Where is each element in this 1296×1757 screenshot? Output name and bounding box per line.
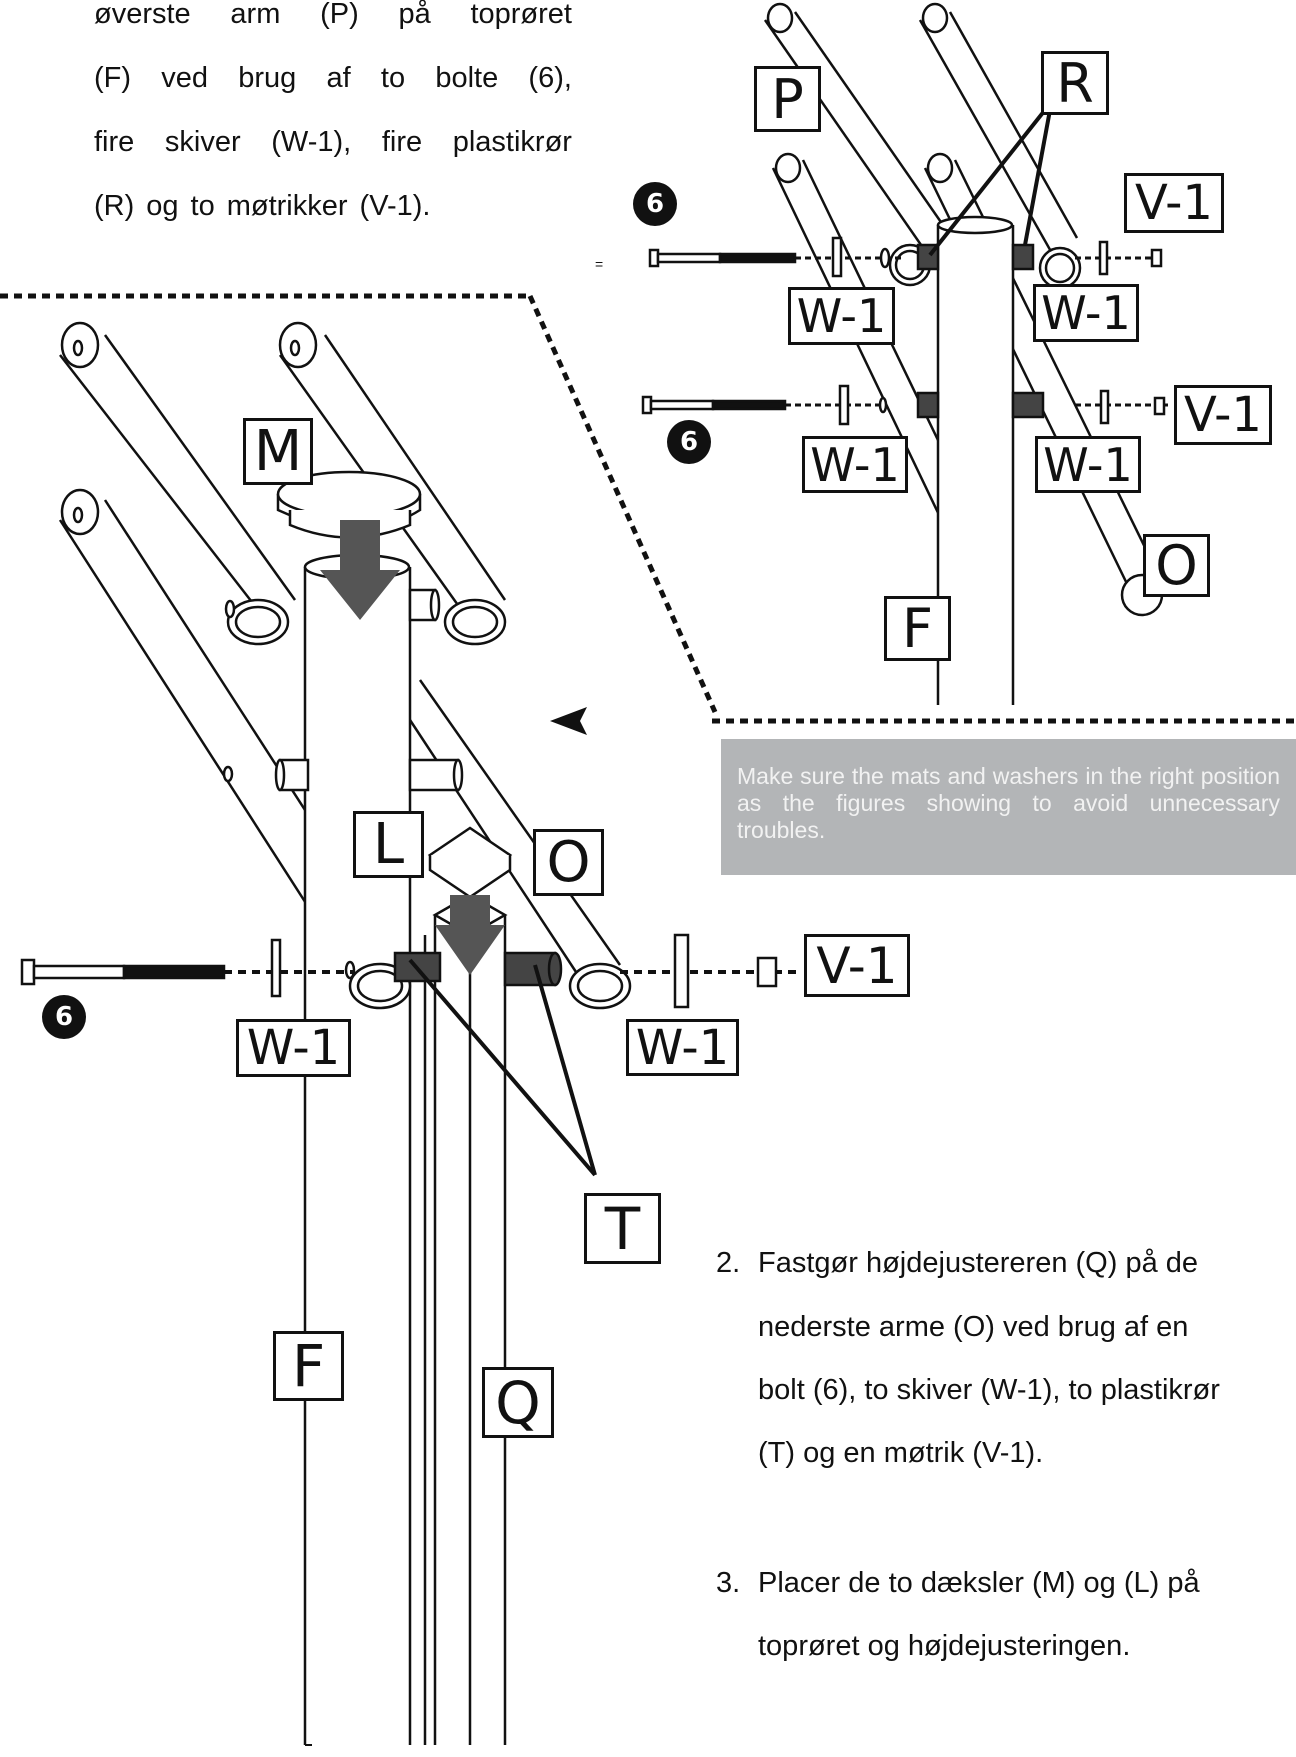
step-line: bolt (6), to skiver (W-1), to plastikrør <box>758 1374 1220 1406</box>
upper-arm-right <box>918 2 1079 256</box>
intro-word: arm <box>230 0 281 30</box>
step-line: nederste arme (O) ved brug af en <box>758 1311 1189 1343</box>
height-adjuster <box>408 893 508 1745</box>
sleeve <box>503 951 557 987</box>
sleeve <box>1011 391 1045 419</box>
bolt <box>648 236 905 278</box>
intro-word: brug <box>238 62 297 94</box>
intro-word: (V-1). <box>359 190 431 222</box>
label-w1: W-1 <box>626 1019 739 1076</box>
intro-word: af <box>326 62 351 94</box>
intro-word: to <box>190 190 215 222</box>
detail-view <box>641 2 1168 705</box>
lower-arm-front-left <box>58 488 407 976</box>
label-w1: W-1 <box>802 436 908 493</box>
label-v1: V-1 <box>1174 385 1272 445</box>
label-l: L <box>353 811 424 878</box>
intro-word: (F) <box>94 62 132 94</box>
step-line: Fastgør højdejustereren (Q) på de <box>758 1247 1199 1279</box>
label-m: M <box>243 418 313 485</box>
intro-text: øverste arm (P) på toprøret (F) ved brug… <box>94 0 572 238</box>
step-line: Placer de to dæksler (M) og (L) på <box>758 1567 1200 1599</box>
bolt <box>641 384 888 426</box>
nut <box>1075 240 1163 276</box>
label-f: F <box>884 596 951 661</box>
intro-word: øverste <box>94 0 191 30</box>
intro-line-1: øverste arm (P) på toprøret <box>94 0 572 46</box>
sleeve <box>1011 243 1035 271</box>
insert-arrow <box>320 520 400 620</box>
intro-word: ved <box>161 62 209 94</box>
callout-arrowhead <box>550 707 587 735</box>
intro-word: på <box>398 0 431 30</box>
label-t: T <box>584 1193 661 1264</box>
nut <box>1075 389 1168 425</box>
label-p: P <box>754 66 821 132</box>
detail-callout-lines <box>0 293 1296 724</box>
intro-word: fire <box>94 126 135 158</box>
step-number: 2. <box>716 1247 741 1279</box>
cap-l <box>427 826 513 899</box>
intro-word: toprøret <box>470 0 572 30</box>
label-w1: W-1 <box>788 287 895 345</box>
intro-word: og <box>146 190 179 222</box>
main-top-tube <box>303 553 412 1747</box>
upper-arm-back-left <box>59 321 297 616</box>
label-f: F <box>273 1331 344 1401</box>
note-box: Make sure the mats and washers in the ri… <box>721 739 1296 875</box>
sleeve <box>916 391 940 419</box>
upper-arm-left <box>763 2 954 256</box>
label-o: O <box>533 829 604 896</box>
label-r: R <box>1041 51 1109 115</box>
intro-line-4: (R) og to møtrikker (V-1). <box>94 174 572 238</box>
main-view <box>20 321 800 1747</box>
label-o: O <box>1143 534 1210 597</box>
step-line: (T) og en møtrik (V-1). <box>758 1437 1044 1469</box>
label-w1: W-1 <box>236 1019 351 1077</box>
intro-line-3: fire skiver (W-1), fire plastikrør <box>94 110 572 174</box>
cap-m <box>276 470 422 539</box>
label-w1: W-1 <box>1033 284 1139 342</box>
intro-word: (P) <box>320 0 359 30</box>
nut <box>620 933 800 1009</box>
label-v1: V-1 <box>1124 173 1224 233</box>
intro-word: skiver <box>164 126 241 158</box>
bolt <box>20 938 355 998</box>
bolt-number-badge: 6 <box>633 182 677 226</box>
label-q: Q <box>482 1367 554 1438</box>
step-line: toprøret og højdejusteringen. <box>758 1630 1131 1662</box>
intro-word: plastikrør <box>452 126 572 158</box>
insert-arrow <box>435 895 505 975</box>
bolt-number-badge: 6 <box>42 995 86 1039</box>
intro-word: to <box>380 62 406 94</box>
intro-word: møtrikker <box>226 190 348 222</box>
intro-line-2: (F) ved brug af to bolte (6), <box>94 46 572 110</box>
label-v1: V-1 <box>804 934 910 997</box>
bolt-number-badge: 6 <box>667 420 711 464</box>
step-number: 3. <box>716 1567 741 1599</box>
intro-word: (W-1), <box>271 126 352 158</box>
stray-mark: = <box>595 256 604 272</box>
intro-word: fire <box>381 126 423 158</box>
intro-word: bolte <box>435 62 499 94</box>
intro-word: (R) <box>94 190 135 222</box>
intro-word: (6), <box>528 62 572 94</box>
label-w1: W-1 <box>1035 436 1141 493</box>
